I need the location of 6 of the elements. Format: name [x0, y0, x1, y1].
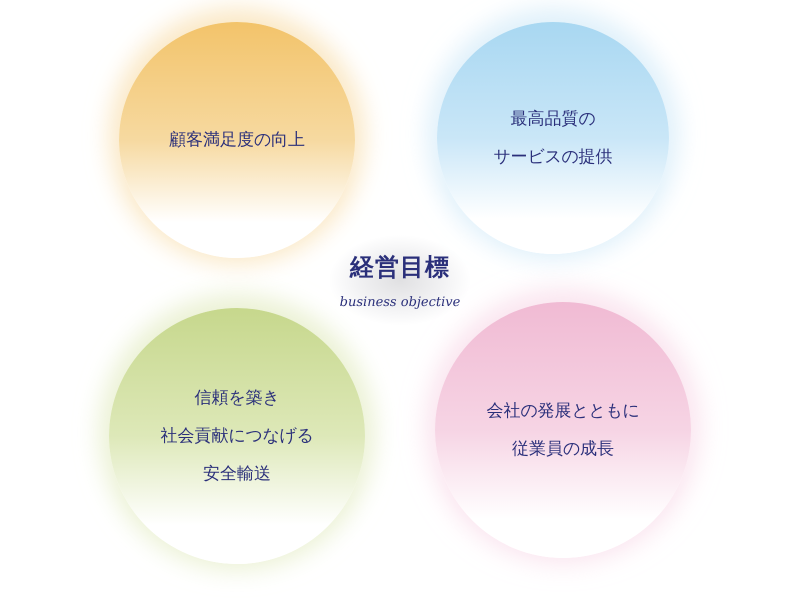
goal-text: 会社の発展とともに従業員の成長 — [486, 400, 640, 461]
hub-subtitle: business objective — [340, 294, 460, 310]
goal-text: 信頼を築き社会貢献につなげる安全輸送 — [160, 387, 314, 486]
hub-title: 経営目標 — [350, 252, 450, 282]
goal-text: 最高品質のサービスの提供 — [492, 108, 614, 169]
goal-text: 顧客満足度の向上 — [168, 129, 306, 152]
